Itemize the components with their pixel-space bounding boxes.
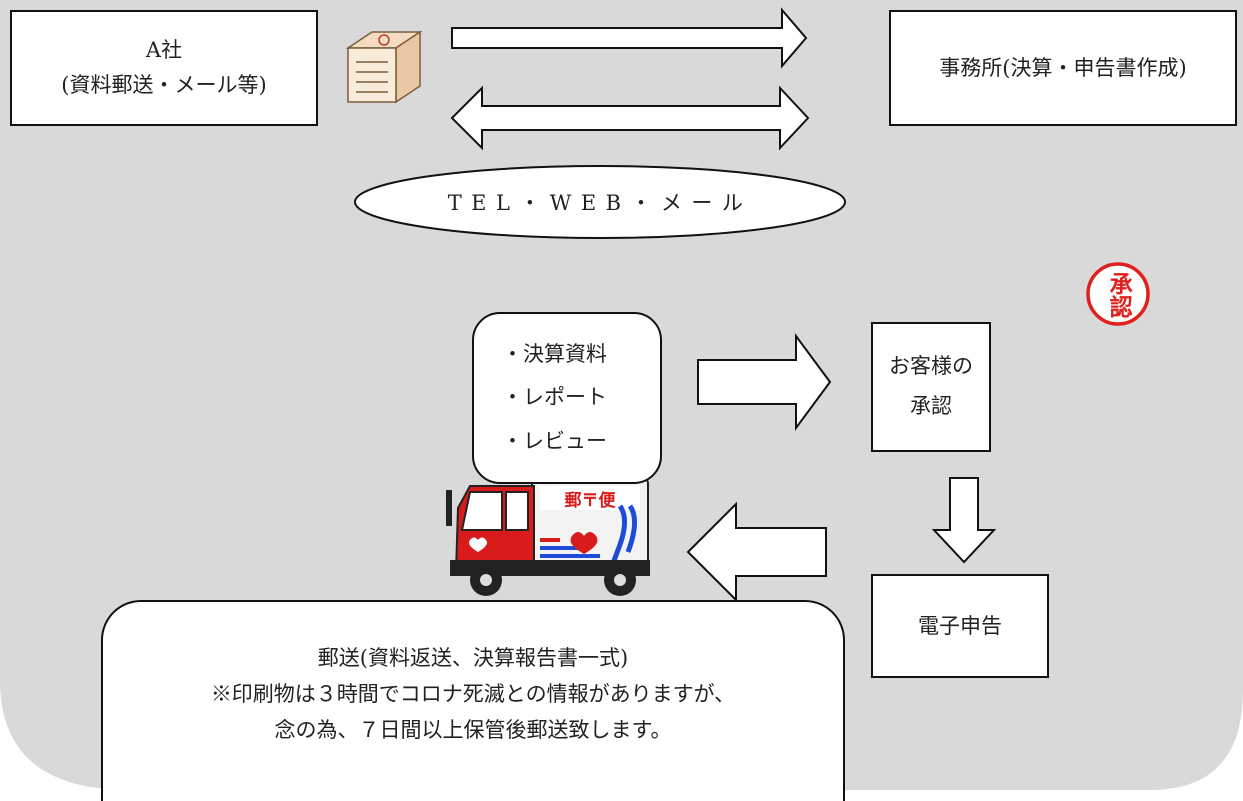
company-method: (資料郵送・メール等)	[61, 73, 267, 97]
approval-box: お客様の 承認	[871, 322, 991, 452]
stamp-text: 承認	[1105, 272, 1133, 318]
mail-line1: 郵送(資料返送、決算報告書一式)	[317, 646, 629, 670]
efiling-box: 電子申告	[871, 574, 1049, 678]
truck-sign-text: 郵〒便	[564, 490, 616, 511]
double-arrow-icon	[450, 85, 810, 151]
mail-line2: ※印刷物は３時間でコロナ死滅との情報がありますが、	[210, 682, 736, 707]
mail-truck-icon	[446, 479, 650, 596]
office-label: 事務所(決算・申告書作成)	[939, 55, 1187, 80]
left-arrow-icon	[686, 501, 827, 603]
documents-item: ・決算資料	[502, 342, 607, 367]
approval-line1: お客様の	[889, 354, 973, 379]
mail-line3: 念の為、７日間以上保管後郵送致します。	[274, 718, 672, 743]
contact-ellipse: TEL・WEB・メール	[355, 166, 845, 238]
company-box: A社 (資料郵送・メール等)	[10, 10, 318, 126]
right-arrow-icon	[697, 332, 832, 432]
document-box-icon	[345, 30, 423, 104]
right-arrow-icon	[451, 7, 808, 69]
approval-line2: 承認	[910, 394, 952, 418]
documents-item: ・レビュー	[502, 428, 607, 453]
approval-stamp-icon	[1086, 262, 1150, 326]
truck-sign: 郵〒便	[540, 486, 640, 511]
documents-item: ・レポート	[502, 385, 607, 410]
contact-ellipse-shape	[354, 165, 846, 239]
down-arrow-icon	[931, 477, 997, 564]
mail-box: 郵送(資料返送、決算報告書一式) ※印刷物は３時間でコロナ死滅との情報があります…	[101, 600, 845, 801]
office-box: 事務所(決算・申告書作成)	[889, 10, 1237, 126]
approval-stamp-label: 承認	[1088, 265, 1148, 325]
efiling-label: 電子申告	[918, 613, 1002, 638]
documents-box: ・決算資料 ・レポート ・レビュー	[472, 312, 662, 484]
contact-label: TEL・WEB・メール	[447, 191, 753, 215]
company-name: A社	[145, 38, 183, 63]
